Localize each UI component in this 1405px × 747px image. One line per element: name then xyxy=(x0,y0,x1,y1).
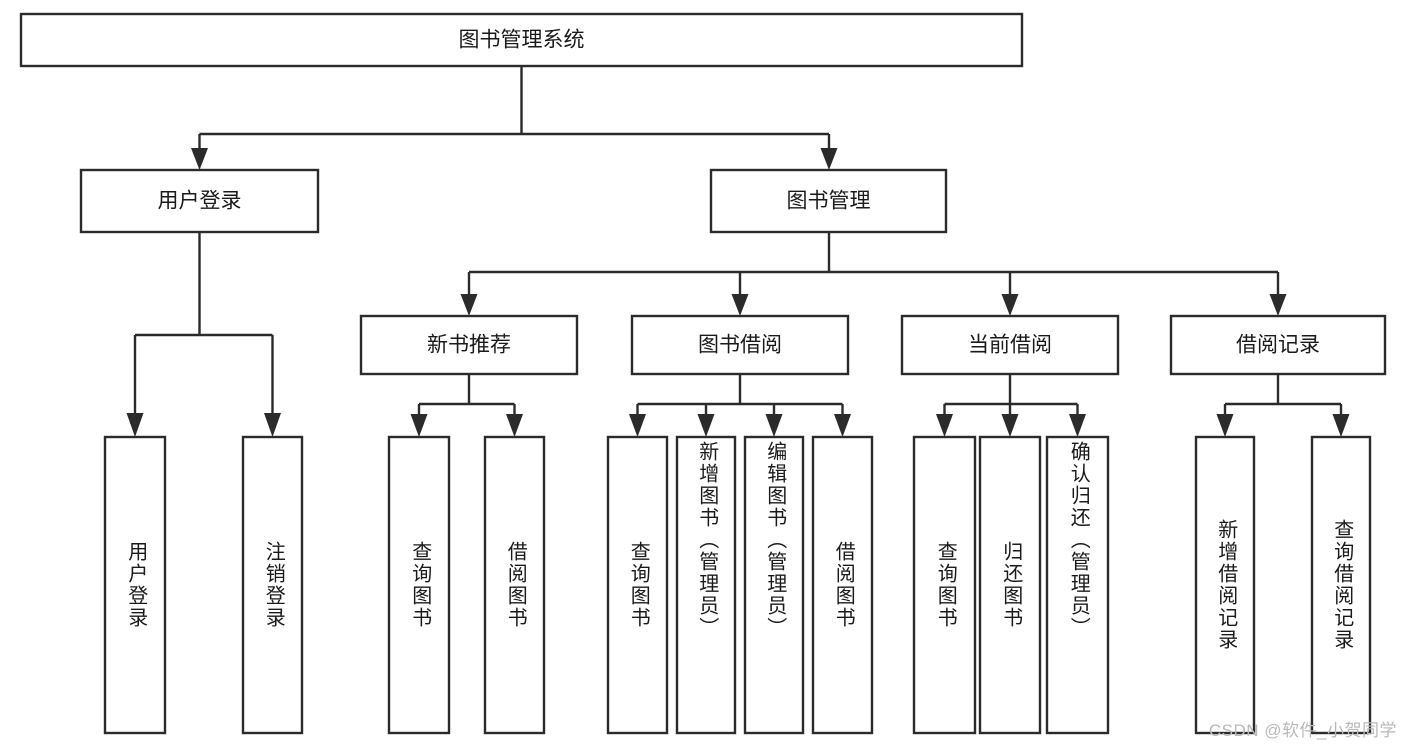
node-book-borrow[interactable]: 图书借阅 xyxy=(630,314,850,376)
node-borrow-record-label: 借阅记录 xyxy=(1236,334,1320,357)
node-user-login-label: 用户登录 xyxy=(158,190,242,213)
node-leaf-return-book-box[interactable] xyxy=(978,435,1042,735)
arrow-head-icon xyxy=(1332,414,1350,437)
arrow-head-icon xyxy=(264,413,281,437)
node-leaf-query-book-2-box[interactable] xyxy=(606,435,669,735)
node-leaf-query-book-1-box[interactable] xyxy=(387,435,451,735)
node-root[interactable]: 图书管理系统 xyxy=(19,12,1024,68)
node-leaf-user-logout-box[interactable] xyxy=(241,435,304,735)
node-leaf-borrow-book-2-box[interactable] xyxy=(811,435,874,735)
node-leaf-query-record-box[interactable] xyxy=(1310,435,1372,735)
arrow-head-icon xyxy=(1069,414,1086,437)
arrow-head-icon xyxy=(1216,414,1234,437)
arrow-head-icon xyxy=(731,294,749,316)
node-current-borrow-label: 当前借阅 xyxy=(968,334,1052,357)
node-leaf-borrow-book-1-box[interactable] xyxy=(483,435,546,735)
node-leaf-confirm-return-box[interactable] xyxy=(1045,435,1110,735)
arrow-head-icon xyxy=(506,414,523,437)
node-book-borrow-label: 图书借阅 xyxy=(698,334,782,357)
arrow-head-icon xyxy=(126,413,144,437)
node-current-borrow-box[interactable] xyxy=(900,314,1120,376)
node-current-borrow[interactable]: 当前借阅 xyxy=(900,314,1120,376)
connector-group-current-borrow xyxy=(936,374,1086,437)
arrow-head-icon xyxy=(697,414,715,437)
connector-group-book-manage xyxy=(460,232,1287,316)
connector-group-book-borrow xyxy=(629,374,851,437)
node-leaf-user-login-box[interactable] xyxy=(103,435,167,735)
node-user-login[interactable]: 用户登录 xyxy=(79,168,320,234)
arrow-head-icon xyxy=(629,414,646,437)
arrow-head-icon xyxy=(191,148,208,170)
arrow-head-icon xyxy=(936,414,953,437)
arrow-head-icon xyxy=(1269,294,1287,316)
node-root-box[interactable] xyxy=(19,12,1024,68)
node-new-book-recommend[interactable]: 新书推荐 xyxy=(359,314,579,376)
node-borrow-record[interactable]: 借阅记录 xyxy=(1169,314,1387,376)
node-leaf-add-record-box[interactable] xyxy=(1194,435,1256,735)
node-leaf-query-book-3-box[interactable] xyxy=(912,435,977,735)
node-root-label: 图书管理系统 xyxy=(459,29,585,52)
arrow-head-icon xyxy=(460,294,478,316)
connector-group-user-login xyxy=(126,232,281,437)
arrow-head-icon xyxy=(1001,294,1019,316)
node-borrow-record-box[interactable] xyxy=(1169,314,1387,376)
node-book-manage[interactable]: 图书管理 xyxy=(709,168,948,234)
node-user-login-box[interactable] xyxy=(79,168,320,234)
arrow-head-icon xyxy=(765,414,783,437)
node-new-book-recommend-label: 新书推荐 xyxy=(427,334,511,357)
connector-group-borrow-record xyxy=(1216,374,1350,437)
arrow-head-icon xyxy=(834,414,851,437)
connector-group-new-book-recommend xyxy=(410,374,523,437)
node-book-manage-label: 图书管理 xyxy=(787,190,871,213)
arrow-head-icon xyxy=(1001,414,1019,437)
node-new-book-recommend-box[interactable] xyxy=(359,314,579,376)
leaf-boxes-group xyxy=(103,435,1372,735)
arrow-head-icon xyxy=(410,414,428,437)
node-leaf-edit-book-box[interactable] xyxy=(743,435,805,735)
arrow-head-icon xyxy=(820,148,838,170)
csdn-watermark: CSDN @软件_小贺同学 xyxy=(1208,721,1397,740)
node-book-borrow-box[interactable] xyxy=(630,314,850,376)
connector-group-root xyxy=(191,66,838,170)
node-leaf-add-book-box[interactable] xyxy=(675,435,737,735)
node-book-manage-box[interactable] xyxy=(709,168,948,234)
